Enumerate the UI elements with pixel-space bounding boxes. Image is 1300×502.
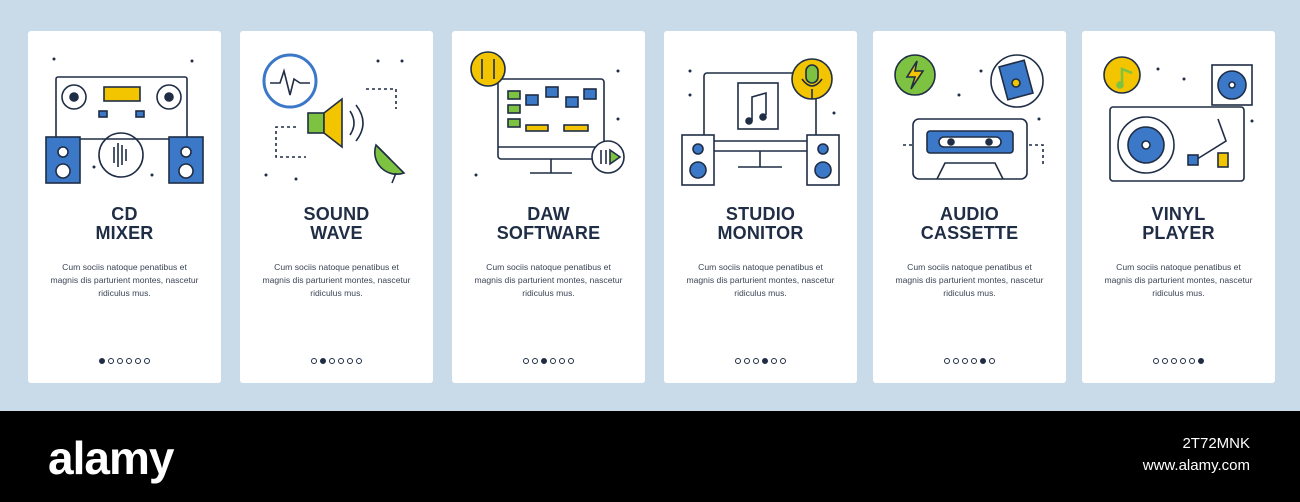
pagination-dot[interactable] [953,358,959,364]
pagination-dots[interactable] [1082,358,1275,368]
pagination-dot[interactable] [559,358,565,364]
pagination-dot[interactable] [980,358,986,364]
studio-monitor-icon [681,58,840,186]
image-id-block: 2T72MNK www.alamy.com [1143,433,1250,477]
pagination-dot[interactable] [1180,358,1186,364]
pagination-dot[interactable] [117,358,123,364]
pagination-dot[interactable] [541,358,547,364]
pagination-dot[interactable] [1162,358,1168,364]
vinyl-player-icon [1103,56,1254,182]
pagination-dot[interactable] [329,358,335,364]
pagination-dot[interactable] [744,358,750,364]
sound-wave-icon [262,53,406,184]
pagination-dot[interactable] [523,358,529,364]
pagination-dot[interactable] [1153,358,1159,364]
pagination-dot[interactable] [1189,358,1195,364]
pagination-dot[interactable] [944,358,950,364]
pagination-dot[interactable] [99,358,105,364]
pagination-dot[interactable] [338,358,344,364]
pagination-dot[interactable] [550,358,556,364]
pagination-dot[interactable] [135,358,141,364]
pagination-dots[interactable] [452,358,645,368]
card-description: Cum sociis natoque penatibus et magnis d… [895,262,1044,298]
pagination-dot[interactable] [971,358,977,364]
pagination-dots[interactable] [873,358,1066,368]
pagination-dot[interactable] [989,358,995,364]
pagination-dot[interactable] [753,358,759,364]
pagination-dot[interactable] [762,358,768,364]
pagination-dot[interactable] [356,358,362,364]
pagination-dot[interactable] [735,358,741,364]
pagination-dot[interactable] [532,358,538,364]
pagination-dot[interactable] [962,358,968,364]
site-url: www.alamy.com [1142,457,1250,474]
watermark-footer: alamy 2T72MNK www.alamy.com [0,411,1300,502]
pagination-dot[interactable] [320,358,326,364]
card-description: Cum sociis natoque penatibus et magnis d… [686,262,835,298]
card-description: Cum sociis natoque penatibus et magnis d… [262,262,411,298]
pagination-dot[interactable] [780,358,786,364]
card-description: Cum sociis natoque penatibus et magnis d… [1104,262,1253,298]
pagination-dot[interactable] [1198,358,1204,364]
pagination-dots[interactable] [664,358,857,368]
pagination-dot[interactable] [568,358,574,364]
daw-software-icon [470,51,625,177]
cd-mixer-icon [45,57,204,184]
pagination-dots[interactable] [28,358,221,368]
pagination-dot[interactable] [108,358,114,364]
image-id: 2T72MNK [1182,435,1250,452]
pagination-dots[interactable] [240,358,433,368]
pagination-dot[interactable] [347,358,353,364]
pagination-dot[interactable] [144,358,150,364]
pagination-dot[interactable] [126,358,132,364]
card-description: Cum sociis natoque penatibus et magnis d… [474,262,623,298]
card-description: Cum sociis natoque penatibus et magnis d… [50,262,199,298]
pagination-dot[interactable] [311,358,317,364]
alamy-logo: alamy [48,432,174,484]
pagination-dot[interactable] [771,358,777,364]
pagination-dot[interactable] [1171,358,1177,364]
audio-cassette-icon [894,54,1044,180]
